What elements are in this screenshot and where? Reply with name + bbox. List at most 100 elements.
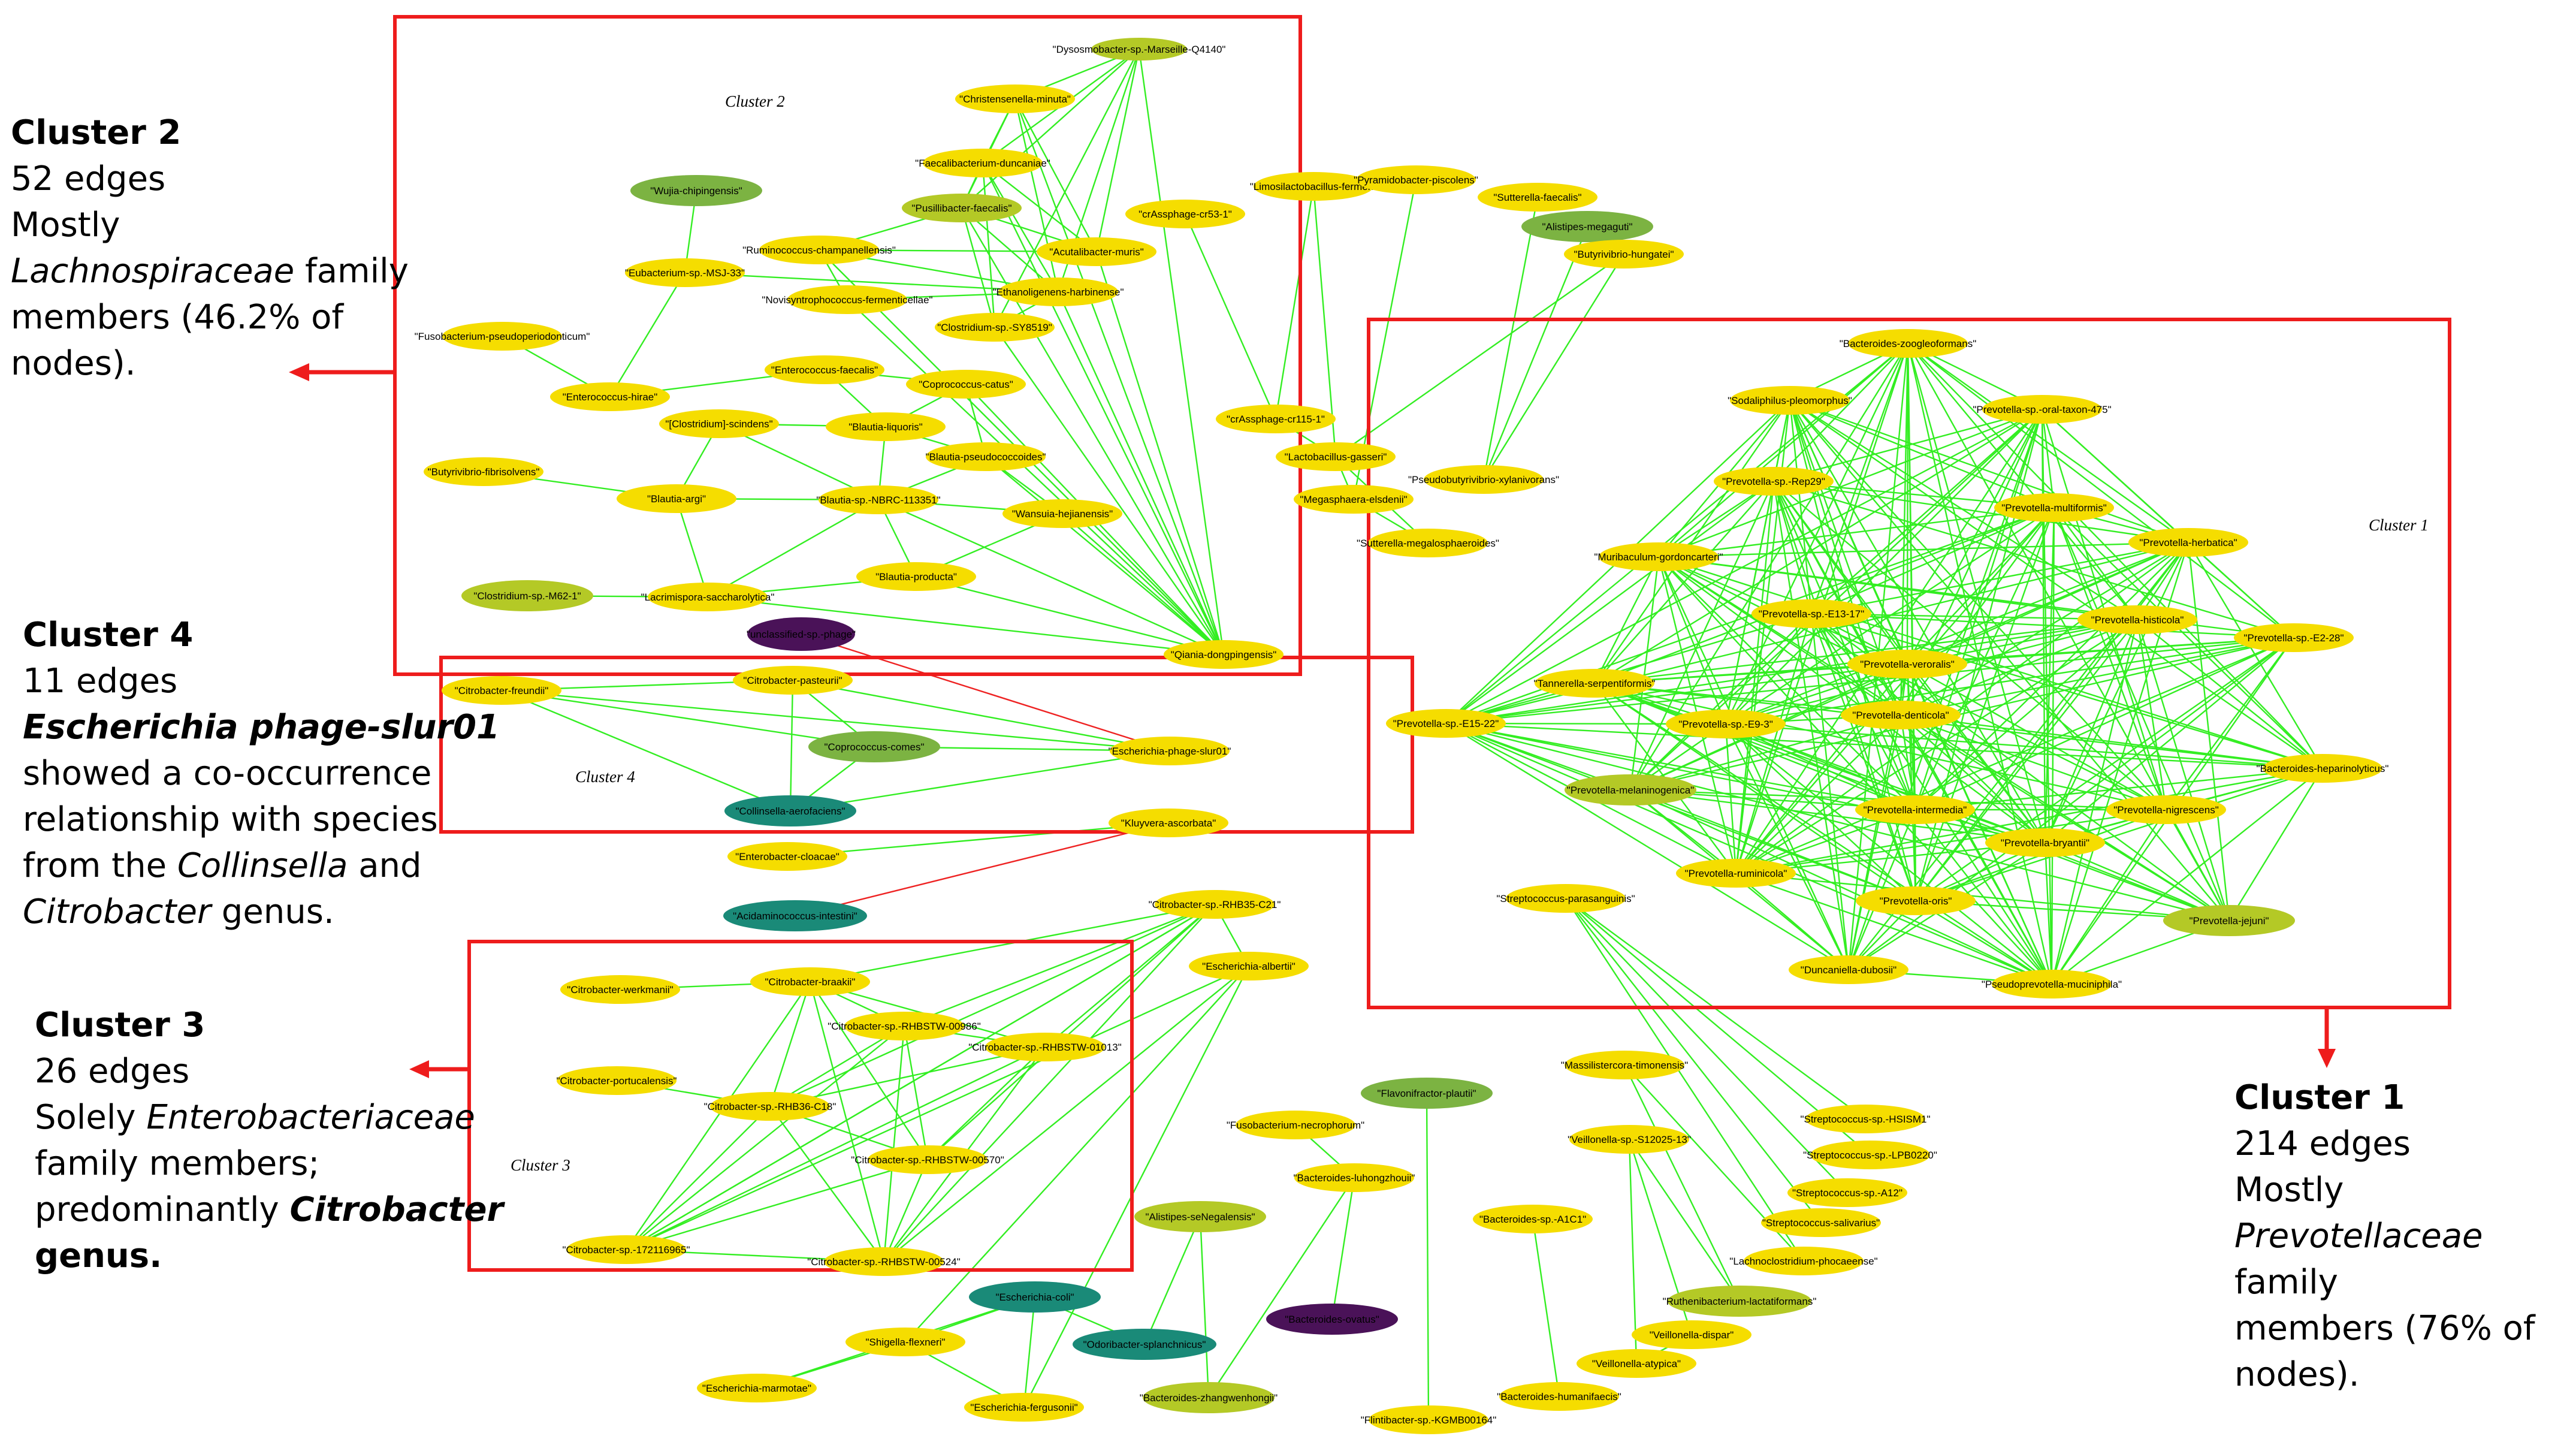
edge-pre1-prme: [1630, 613, 1812, 791]
node-label-flin: "Flintibacter-sp.-KGMB00164": [1361, 1414, 1497, 1426]
edge-prde-bahe: [1900, 714, 2323, 770]
edge-pr15-dunc: [1445, 722, 1849, 971]
node-ellipse-sutm: [1368, 529, 1488, 557]
node-ellipse-bahu: [1499, 1382, 1619, 1411]
edge-muri-prni: [1658, 556, 2167, 811]
node-prmu: "Prevotella-multiformis": [1994, 493, 2114, 522]
node-label-muri: "Muribaculum-gordoncarteri": [1594, 551, 1723, 563]
node-bazh: "Bacteroides-zhangwenhongii": [1140, 1382, 1278, 1413]
node-label-esph: "Escherichia-phage-slur01": [1109, 746, 1231, 757]
node-esco: "Escherichia-coli": [969, 1281, 1101, 1313]
edge-ci10-ci57: [927, 1046, 1046, 1160]
node-label-wuji: "Wujia-chipingensis": [650, 185, 742, 197]
edge-faec-acut: [982, 162, 1097, 252]
node-label-etha: "Ethanoligenens-harbinense": [992, 286, 1124, 298]
cluster4-annotation: Cluster 4 11 edges Escherichia phage-slu…: [23, 612, 500, 935]
edge-alse-odor: [1143, 1216, 1201, 1345]
node-ellipse-crc5: [1125, 200, 1245, 228]
node-ci10: "Citrobacter-sp.-RHBSTW-01013": [968, 1033, 1122, 1061]
cluster1-family: Prevotellaceae: [2234, 1217, 2483, 1256]
node-kluy: "Kluyvera-ascorbata": [1109, 809, 1228, 837]
cluster2-family: Lachnospiraceae: [11, 252, 295, 291]
node-label-rule: "Ruthenibacterium-lactatiformans": [1663, 1296, 1817, 1307]
c3-label: Cluster 3: [511, 1156, 570, 1174]
edge-pre9-prru: [1725, 723, 1737, 874]
node-ellipse-circ: [710, 1092, 830, 1121]
edge-cifr-coll: [501, 689, 791, 812]
node-ellipse-blps: [926, 442, 1046, 471]
node-ellipse-flav: [1361, 1078, 1493, 1109]
node-clsy: "Clostridium-sp.-SY8519": [935, 313, 1055, 342]
node-label-vedi: "Veillonella-dispar": [1650, 1329, 1734, 1341]
edge-qian-blpr: [916, 575, 1224, 656]
node-ellipse-prbr: [1985, 828, 2105, 857]
node-label-soda: "Sodaliphilus-pleomorphus": [1728, 395, 1852, 406]
node-ellipse-muri: [1599, 542, 1719, 571]
edge-ci98-circ: [769, 1025, 905, 1108]
node-label-bahu: "Bacteroides-humanifaecis": [1497, 1391, 1621, 1402]
edge-baoo-muri: [1658, 343, 1908, 557]
node-ellipse-prhe: [2128, 528, 2248, 557]
edge-coll-esph: [790, 750, 1170, 812]
cluster4-genus1: Collinsella: [177, 846, 348, 885]
node-ellipse-rule: [1668, 1286, 1811, 1317]
cluster1-arrow-head: [2318, 1049, 2336, 1068]
edge-ci57-ci17: [626, 1159, 928, 1251]
c1-box: [1367, 318, 2451, 1009]
node-cipo: "Citrobacter-portucalensis": [556, 1066, 677, 1095]
edge-prot-muri: [1658, 408, 2043, 558]
node-ellipse-pre9: [1666, 710, 1786, 738]
edge-esal-ci52: [883, 966, 1249, 1262]
edge-soda-pre1: [1789, 400, 1813, 614]
cluster3-line1: Solely: [35, 1098, 147, 1137]
node-clm6: "Clostridium-sp.-M62-1": [461, 580, 593, 611]
node-ellipse-prru: [1676, 859, 1796, 888]
edge-sutf-pseb: [1482, 197, 1539, 480]
edge-prde-prni: [1900, 714, 2167, 811]
edge-pre9-dunc: [1725, 723, 1850, 970]
edge-soda-prbr: [1789, 400, 2046, 843]
edge-soda-prmu: [1789, 399, 2055, 509]
edge-pr15-psmu: [1445, 722, 2052, 985]
cluster2-annotation: Cluster 2 52 edges Mostly Lachnospiracea…: [11, 110, 409, 387]
node-label-blpr: "Blautia-producta": [875, 571, 957, 583]
node-label-prmu: "Prevotella-multiformis": [2001, 502, 2107, 514]
negative-edge-unde-esph: [801, 633, 1170, 752]
edge-ci98-ci17: [626, 1025, 905, 1250]
node-label-cipa: "Citrobacter-pasteurii": [743, 675, 842, 686]
node-ciwe: "Citrobacter-werkmanii": [560, 975, 680, 1004]
edge-ci98-ci57: [903, 1025, 929, 1160]
edge-prhe-pre1: [1811, 541, 2189, 615]
node-ellipse-sta1: [1787, 1178, 1907, 1207]
node-lcph: "Lachnoclostridium-phocaeense": [1729, 1247, 1878, 1275]
edge-baoo-prhi: [1907, 343, 2138, 620]
edge-pr15-prje: [1445, 722, 2230, 922]
edge-ci57-ci52: [883, 1159, 929, 1262]
edge-muri-prbr: [1658, 556, 2046, 843]
node-label-acut: "Acutalibacter-muris": [1049, 246, 1144, 258]
edge-prve-prbr: [1907, 663, 2046, 843]
node-bahu: "Bacteroides-humanifaecis": [1497, 1382, 1621, 1411]
node-ellipse-alme: [1521, 211, 1653, 242]
node-ellipse-cibr: [750, 967, 870, 996]
edge-prre-pre1: [1772, 481, 1813, 614]
node-label-mass: "Massilistercora-timonensis": [1561, 1060, 1688, 1071]
node-prde: "Prevotella-denticola": [1841, 701, 1961, 729]
node-label-esal: "Escherichia-albertii": [1202, 961, 1295, 972]
edge-cipa-esph: [792, 679, 1170, 752]
node-ellipse-sutf: [1478, 183, 1597, 212]
node-label-pseb: "Pseudobutyrivibrio-xylanivorans": [1408, 474, 1559, 485]
node-bahe: "Bacteroides-heparinolyticus": [2257, 754, 2388, 783]
node-label-tann: "Tannerella-serpentiformis": [1534, 678, 1656, 689]
edge-tann-psmu: [1594, 682, 2052, 985]
node-prve: "Prevotella-veroralis": [1847, 650, 1967, 678]
node-blps: "Blautia-pseudococcoides": [925, 442, 1046, 471]
edge-pre2-prde: [1900, 636, 2294, 716]
node-label-stlp: "Streptococcus-sp.-LPB0220": [1803, 1150, 1937, 1161]
node-ellipse-dunc: [1789, 955, 1908, 984]
edge-chri-acut: [1014, 98, 1098, 252]
edge-bahe-psmu: [2051, 768, 2323, 985]
node-label-blli: "Blautia-liquoris": [848, 421, 923, 433]
node-label-rumi: "Ruminococcus-champanellensis": [742, 245, 896, 256]
